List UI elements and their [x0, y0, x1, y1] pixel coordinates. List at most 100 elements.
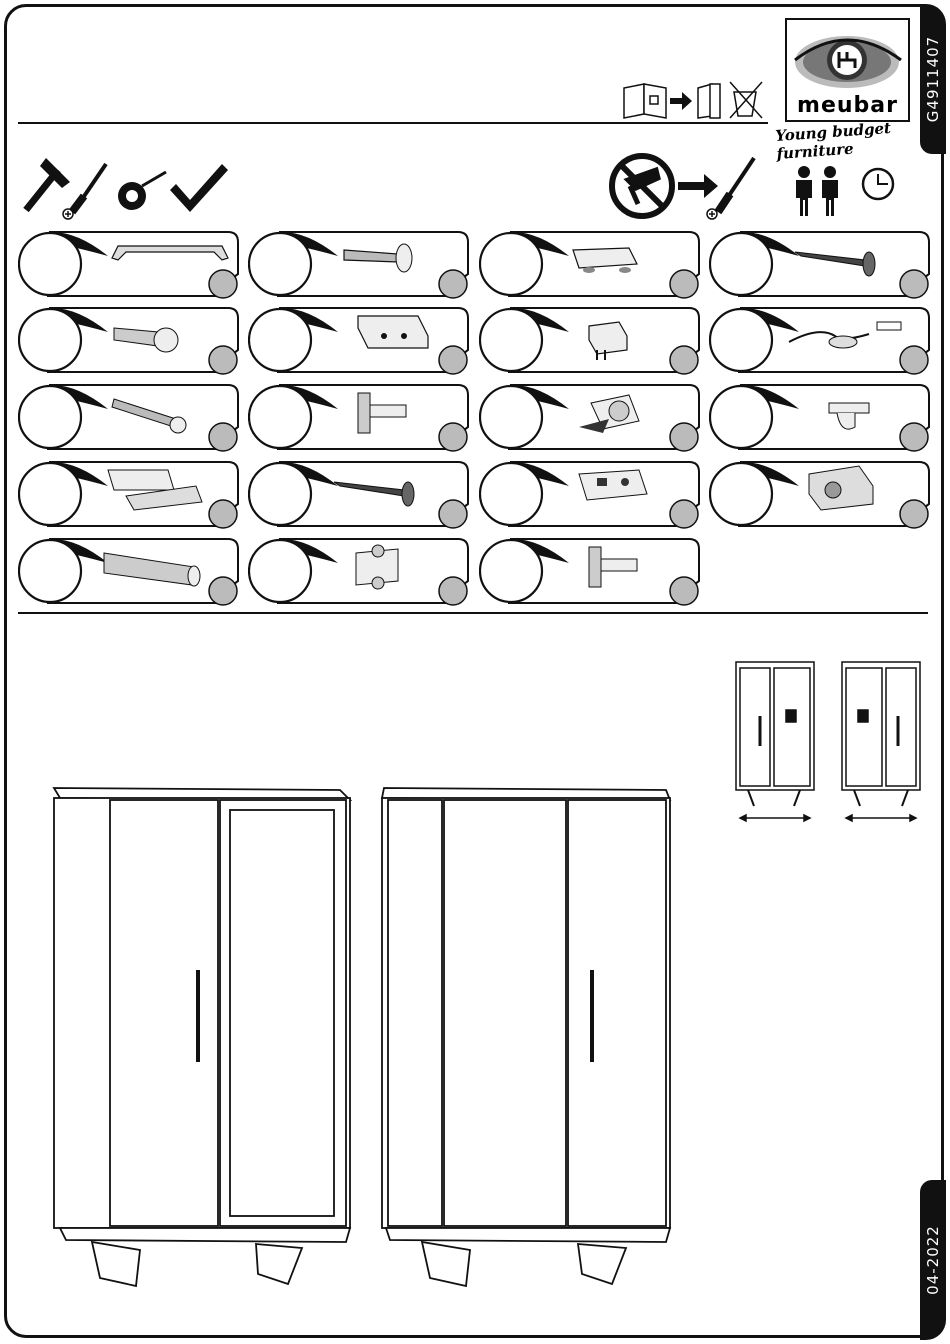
- part-qty-circle: [670, 500, 698, 528]
- part-card-anchor: [18, 306, 240, 374]
- part-card-wood-dowel: [18, 537, 240, 605]
- folder-icon: [698, 84, 720, 118]
- doc-date-tab: 04-2022: [920, 1180, 946, 1340]
- part-illustration: [248, 537, 472, 607]
- part-card-hinge: [248, 383, 470, 451]
- part-qty-circle: [209, 270, 237, 298]
- part-illustration: [18, 460, 242, 530]
- tape-measure-icon: [118, 172, 166, 210]
- parts-divider: [18, 612, 928, 614]
- part-qty-circle: [209, 577, 237, 605]
- configuration-diagrams: [730, 656, 926, 826]
- crossed-bin-icon: [730, 82, 762, 118]
- part-id-circle: [249, 540, 311, 602]
- part-illustration: [479, 537, 703, 607]
- hammer-icon: [26, 158, 70, 210]
- square-ruler-icon: [170, 164, 228, 212]
- part-id-circle: [710, 386, 772, 448]
- tools-row: [20, 150, 240, 220]
- config-right-opening: [842, 662, 920, 806]
- part-card-power-adapter: [479, 306, 701, 374]
- no-power-drill-icon: [612, 156, 672, 216]
- part-illustration: [18, 537, 242, 607]
- part-illustration: [18, 383, 242, 453]
- part-card-cam-housing: [709, 460, 931, 528]
- part-illustration: [709, 306, 933, 376]
- part-id-circle: [480, 233, 542, 295]
- part-qty-circle: [439, 346, 467, 374]
- part-illustration: [479, 230, 703, 300]
- brand-name: meubar: [787, 93, 908, 118]
- part-id-circle: [480, 540, 542, 602]
- cabinet-illustration: [40, 770, 690, 1290]
- part-qty-circle: [670, 423, 698, 451]
- brand-logo: meubar: [785, 18, 910, 122]
- assembly-requirements: [790, 164, 900, 220]
- part-qty-circle: [439, 500, 467, 528]
- part-id-circle: [19, 309, 81, 371]
- width-arrows: [740, 815, 916, 821]
- two-persons-icon: [796, 166, 838, 216]
- part-illustration: [479, 383, 703, 453]
- arrow-right-icon: [670, 92, 692, 110]
- instruction-icons: [620, 78, 770, 122]
- part-card-hinge: [479, 537, 701, 605]
- part-id-circle: [710, 233, 772, 295]
- config-left-opening: [736, 662, 814, 806]
- part-illustration: [248, 230, 472, 300]
- part-illustration: [479, 460, 703, 530]
- part-illustration: [709, 383, 933, 453]
- part-id-circle: [480, 309, 542, 371]
- part-id-circle: [249, 386, 311, 448]
- part-id-circle: [249, 309, 311, 371]
- part-illustration: [709, 230, 933, 300]
- booklet-icon: [624, 84, 666, 118]
- part-card-shelf-support: [709, 383, 931, 451]
- arrow-right-icon: [678, 174, 718, 198]
- part-id-circle: [480, 386, 542, 448]
- clock-icon: [863, 169, 893, 199]
- doc-code: G4911407: [924, 36, 942, 122]
- part-illustration: [18, 230, 242, 300]
- part-id-circle: [710, 309, 772, 371]
- part-id-circle: [249, 233, 311, 295]
- part-id-circle: [19, 233, 81, 295]
- part-qty-circle: [439, 270, 467, 298]
- part-card-dowel-screw: [18, 383, 240, 451]
- part-card-glide: [479, 230, 701, 298]
- part-card-hinge-plate: [248, 537, 470, 605]
- part-qty-circle: [209, 500, 237, 528]
- cabinet-left: [54, 788, 350, 1286]
- part-illustration: [479, 306, 703, 376]
- part-qty-circle: [670, 346, 698, 374]
- part-id-circle: [480, 463, 542, 525]
- part-qty-circle: [900, 500, 928, 528]
- part-card-screw: [248, 460, 470, 528]
- part-id-circle: [19, 463, 81, 525]
- part-illustration: [248, 383, 472, 453]
- part-qty-circle: [670, 577, 698, 605]
- no-power-tools: [606, 150, 766, 222]
- screwdriver-icon: [63, 164, 106, 219]
- part-qty-circle: [209, 423, 237, 451]
- part-qty-circle: [900, 346, 928, 374]
- part-illustration: [709, 460, 933, 530]
- part-qty-circle: [900, 423, 928, 451]
- part-id-circle: [249, 463, 311, 525]
- part-qty-circle: [439, 423, 467, 451]
- part-card-handle: [18, 230, 240, 298]
- part-illustration: [18, 306, 242, 376]
- part-qty-circle: [209, 346, 237, 374]
- part-id-circle: [19, 386, 81, 448]
- part-card-led-light: [709, 306, 931, 374]
- part-illustration: [248, 306, 472, 376]
- part-card-cam-lock: [479, 383, 701, 451]
- part-card-push-latch: [18, 460, 240, 528]
- doc-date: 04-2022: [924, 1225, 942, 1295]
- part-card-bolt: [248, 230, 470, 298]
- cabinet-right: [382, 788, 670, 1286]
- part-id-circle: [19, 540, 81, 602]
- part-card-bracket: [248, 306, 470, 374]
- part-illustration: [248, 460, 472, 530]
- part-id-circle: [710, 463, 772, 525]
